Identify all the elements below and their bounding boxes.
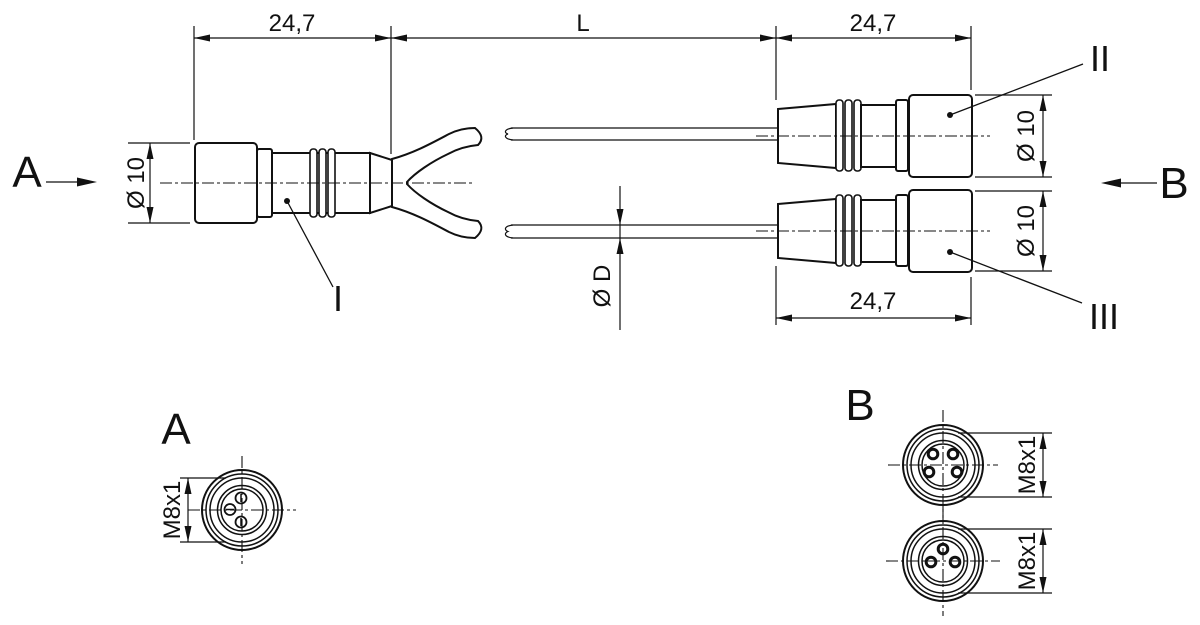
part-ref-iii: III <box>947 249 1119 337</box>
dimension-diameter-right-bottom: Ø 10 <box>975 190 1052 272</box>
view-arrow-a: A <box>12 148 97 197</box>
dim-connector-diameter: Ø 10 <box>1013 110 1040 162</box>
dimension-cable-diameter: Ø D <box>589 186 624 330</box>
view-b-face-bottom: M8x1 <box>886 506 1052 616</box>
dim-connector-diameter: Ø 10 <box>1013 205 1040 257</box>
cable-top <box>504 127 783 141</box>
part-ref-label: I <box>333 278 343 319</box>
dimension-diameter-right-top: Ø 10 <box>975 94 1052 178</box>
dim-cable-length: L <box>576 10 589 37</box>
thread-size-label: M8x1 <box>159 481 186 540</box>
dim-length-left: 24,7 <box>269 10 316 37</box>
view-b-faces: B M8x1 <box>845 381 1052 616</box>
part-ref-label: II <box>1090 38 1110 79</box>
centerlines <box>160 135 990 232</box>
view-a-face: A M8x1 <box>159 405 296 564</box>
dimension-top: 24,7 L 24,7 <box>193 10 972 154</box>
view-arrow-b: B <box>1101 159 1189 208</box>
view-label-b: B <box>1159 159 1188 208</box>
dim-length-bottom: 24,7 <box>850 288 897 315</box>
female-contacts <box>223 491 248 529</box>
thread-dimension-b-bottom: M8x1 <box>958 528 1052 594</box>
view-label-a: A <box>12 148 42 197</box>
part-ref-i: I <box>284 198 343 319</box>
cable-bottom <box>504 224 783 239</box>
male-pins-4 <box>922 447 964 479</box>
y-splitter-boot <box>391 126 483 240</box>
view-b-face-top: M8x1 <box>888 410 1052 520</box>
part-ref-label: III <box>1089 296 1119 337</box>
part-ref-ii: II <box>947 38 1110 118</box>
dim-cable-diameter: Ø D <box>589 265 616 308</box>
side-view <box>160 94 990 273</box>
view-b-heading: B <box>845 381 874 430</box>
dim-connector-diameter: Ø 10 <box>123 157 150 209</box>
dim-length-right: 24,7 <box>850 10 897 37</box>
view-a-heading: A <box>161 405 191 454</box>
arrow-right-icon <box>77 177 97 187</box>
dimension-diameter-left: Ø 10 <box>123 142 190 224</box>
thread-dimension-b-top: M8x1 <box>958 432 1052 498</box>
cable-break-icon <box>504 127 514 141</box>
thread-size-label: M8x1 <box>1014 532 1041 591</box>
thread-size-label: M8x1 <box>1014 436 1041 495</box>
thread-dimension-a: M8x1 <box>159 477 226 543</box>
dimension-bottom-right: 24,7 <box>775 266 972 325</box>
cable-break-icon <box>504 224 514 239</box>
arrow-left-icon <box>1101 178 1121 188</box>
